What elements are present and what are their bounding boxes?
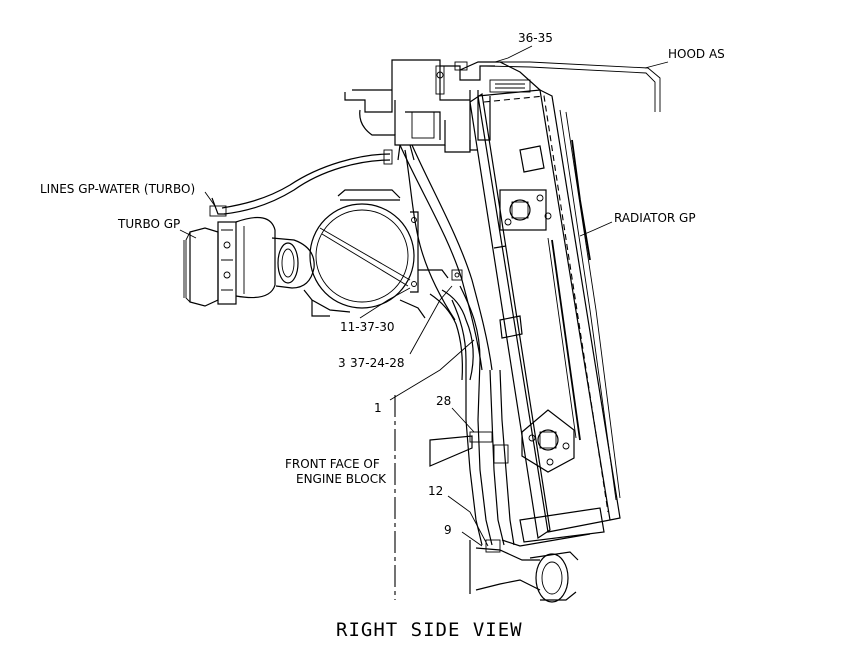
callout-hood-as: HOOD AS bbox=[668, 47, 725, 61]
callout-36-35: 36-35 bbox=[518, 31, 553, 45]
callout-9: 9 bbox=[444, 523, 452, 537]
callout-11-37-30: 11-37-30 bbox=[340, 320, 394, 334]
radiator-assembly bbox=[459, 61, 621, 547]
callout-37-24-28-prefix: 3 bbox=[338, 356, 346, 370]
bottom-elbow bbox=[469, 539, 579, 603]
callout-engine-block: ENGINE BLOCK bbox=[296, 472, 387, 486]
round-housing bbox=[303, 149, 456, 321]
turbo-assembly bbox=[183, 216, 315, 307]
callout-labels: 36-35 HOOD AS LINES GP-WATER (TURBO) TUR… bbox=[40, 31, 725, 641]
callout-lines-gp-water-turbo: LINES GP-WATER (TURBO) bbox=[40, 182, 195, 196]
leader-lines bbox=[179, 45, 613, 547]
callout-12: 12 bbox=[428, 484, 443, 498]
callout-1: 1 bbox=[374, 401, 382, 415]
turbo-water-line bbox=[209, 149, 393, 217]
view-caption: RIGHT SIDE VIEW bbox=[336, 619, 523, 641]
callout-28: 28 bbox=[436, 394, 451, 408]
vertical-hoses bbox=[399, 144, 515, 546]
callout-radiator-gp: RADIATOR GP bbox=[614, 211, 696, 225]
callout-turbo-gp: TURBO GP bbox=[117, 217, 180, 231]
callout-front-face-of: FRONT FACE OF bbox=[285, 457, 380, 471]
upper-engine-structure bbox=[344, 59, 495, 161]
callout-37-24-28: 37-24-28 bbox=[350, 356, 404, 370]
hood-assembly bbox=[485, 61, 669, 112]
